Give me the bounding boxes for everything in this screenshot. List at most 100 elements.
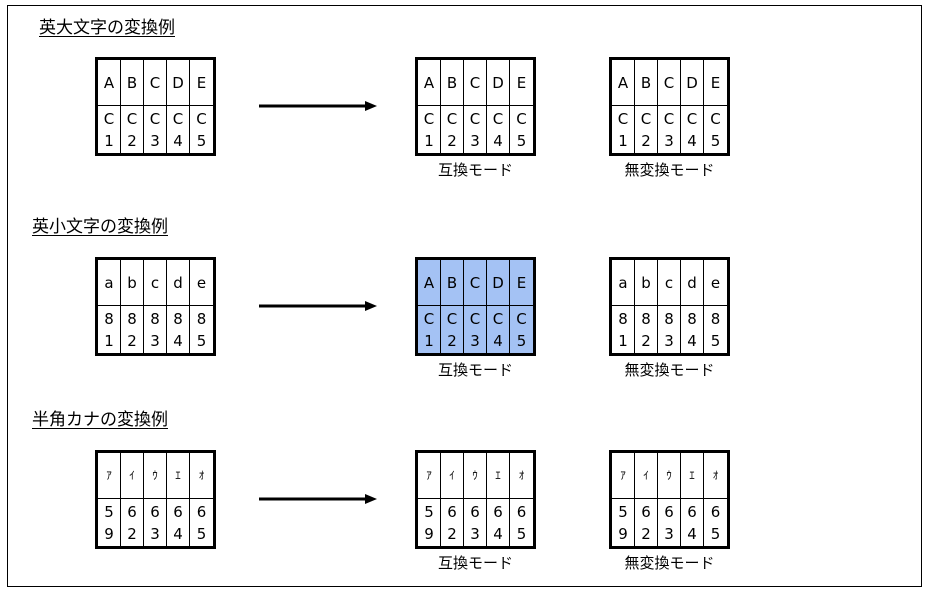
char-cell: B bbox=[441, 60, 464, 106]
arrow-icon bbox=[259, 301, 377, 311]
code-cell: 8 5 bbox=[196, 309, 207, 350]
code-cell: C 4 bbox=[487, 306, 510, 353]
char-cell: b bbox=[635, 260, 658, 306]
code-cell: C 3 bbox=[464, 106, 487, 153]
char-cell: D bbox=[167, 60, 190, 106]
char-cell: a bbox=[98, 260, 121, 306]
code-cell: 6 2 bbox=[441, 499, 464, 546]
code-cell: C 1 bbox=[612, 106, 635, 153]
char-cell: ｳ bbox=[658, 453, 681, 499]
section-heading: 半角カナの変換例 bbox=[32, 410, 168, 430]
char-cell: ｱ bbox=[418, 453, 441, 499]
code-cell: C 4 bbox=[487, 106, 510, 153]
char-cell: b bbox=[121, 260, 144, 306]
char-cell: ｳ bbox=[144, 453, 167, 499]
code-cell: 6 3 bbox=[464, 499, 487, 546]
char-cell: A bbox=[98, 60, 121, 106]
char-cell: A bbox=[418, 260, 441, 306]
char-cell: ｲ bbox=[441, 453, 464, 499]
char-cell: B bbox=[121, 60, 144, 106]
code-cell: 6 4 bbox=[167, 499, 190, 546]
code-cell: 5 9 bbox=[98, 499, 121, 546]
diagram-frame bbox=[7, 5, 922, 587]
char-cell: ｳ bbox=[464, 453, 487, 499]
code-cell: 6 2 bbox=[121, 499, 144, 546]
mode-caption: 互換モード bbox=[437, 554, 513, 572]
char-cell: E bbox=[704, 60, 727, 106]
code-cell: 6 5 bbox=[196, 502, 207, 543]
char-cell: A bbox=[612, 60, 635, 106]
section-heading: 英小文字の変換例 bbox=[32, 217, 168, 237]
char-cell: d bbox=[167, 260, 190, 306]
mode-caption: 互換モード bbox=[437, 361, 513, 379]
code-cell: C 4 bbox=[167, 106, 190, 153]
code-cell: 6 5 bbox=[516, 502, 527, 543]
code-cell: C 3 bbox=[658, 106, 681, 153]
arrow-icon bbox=[259, 101, 377, 111]
char-cell: ｴ bbox=[487, 453, 510, 499]
code-cell: C 2 bbox=[441, 106, 464, 153]
char-cell: a bbox=[612, 260, 635, 306]
mode-caption: 互換モード bbox=[437, 161, 513, 179]
code-cell: 8 3 bbox=[658, 306, 681, 353]
char-cell: ｴ bbox=[681, 453, 704, 499]
char-cell: A bbox=[418, 60, 441, 106]
char-cell: c bbox=[144, 260, 167, 306]
char-cell: B bbox=[635, 60, 658, 106]
code-cell: 6 3 bbox=[144, 499, 167, 546]
code-cell: 5 9 bbox=[418, 499, 441, 546]
code-cell: 8 2 bbox=[121, 306, 144, 353]
char-cell: e bbox=[704, 260, 727, 306]
mode-caption: 無変換モード bbox=[624, 554, 715, 572]
code-cell: 6 2 bbox=[635, 499, 658, 546]
char-cell: D bbox=[487, 60, 510, 106]
code-cell: C 5 bbox=[510, 306, 533, 353]
code-cell: 8 3 bbox=[144, 306, 167, 353]
char-cell: D bbox=[681, 60, 704, 106]
char-cell: ｲ bbox=[635, 453, 658, 499]
code-cell: C 2 bbox=[441, 306, 464, 353]
code-cell: 8 5 bbox=[710, 309, 721, 350]
char-cell: ｱ bbox=[98, 453, 121, 499]
char-cell: ｵ bbox=[190, 453, 213, 499]
char-cell: ｴ bbox=[167, 453, 190, 499]
char-cell: C bbox=[464, 60, 487, 106]
code-cell: C 2 bbox=[635, 106, 658, 153]
mode-caption: 無変換モード bbox=[624, 361, 715, 379]
code-cell: 5 9 bbox=[612, 499, 635, 546]
char-cell: E bbox=[510, 60, 533, 106]
code-cell: C 5 bbox=[516, 109, 527, 150]
char-cell: C bbox=[144, 60, 167, 106]
char-cell: C bbox=[658, 60, 681, 106]
char-cell: ｵ bbox=[510, 453, 533, 499]
code-cell: 6 4 bbox=[487, 499, 510, 546]
mode-caption: 無変換モード bbox=[624, 161, 715, 179]
code-cell: C 3 bbox=[464, 306, 487, 353]
code-cell: C 1 bbox=[418, 106, 441, 153]
code-cell: 8 2 bbox=[635, 306, 658, 353]
section-heading: 英大文字の変換例 bbox=[39, 18, 175, 38]
arrow-icon bbox=[259, 494, 377, 504]
code-cell: 6 5 bbox=[710, 502, 721, 543]
char-cell: E bbox=[190, 60, 213, 106]
char-cell: d bbox=[681, 260, 704, 306]
code-cell: 6 4 bbox=[681, 499, 704, 546]
char-cell: ｱ bbox=[612, 453, 635, 499]
code-cell: 8 1 bbox=[98, 306, 121, 353]
code-cell: C 5 bbox=[710, 109, 721, 150]
char-cell: ｵ bbox=[704, 453, 727, 499]
code-cell: 8 1 bbox=[612, 306, 635, 353]
char-cell: D bbox=[487, 260, 510, 306]
char-cell: C bbox=[464, 260, 487, 306]
char-cell: c bbox=[658, 260, 681, 306]
code-cell: C 2 bbox=[121, 106, 144, 153]
char-cell: B bbox=[441, 260, 464, 306]
